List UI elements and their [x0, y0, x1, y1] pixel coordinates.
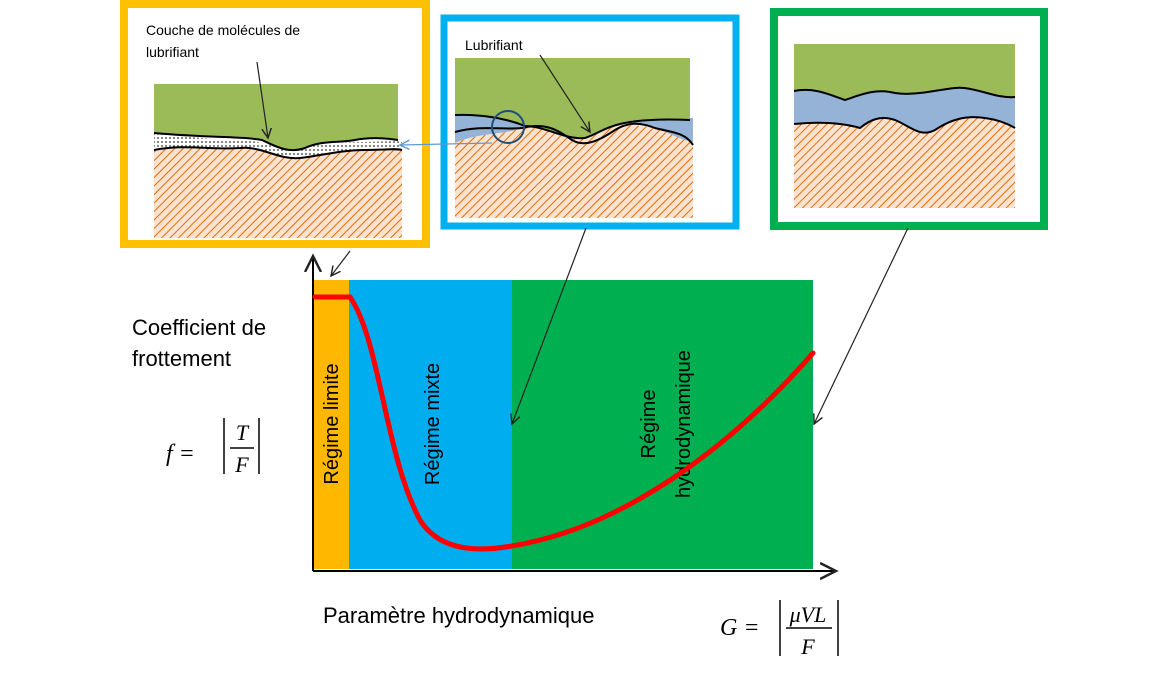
f-formula: f = T F	[166, 418, 260, 477]
panel-limite: Couche de molécules de lubrifiant	[120, 0, 430, 248]
panel-limite-top-edge	[153, 132, 399, 152]
panel-limite-label-pointer	[256, 61, 268, 138]
panel-mixte-bottom-edge	[454, 122, 694, 146]
f-formula-denominator: F	[234, 452, 249, 477]
stribeck-curve	[312, 294, 816, 552]
panel-limite-label: Couche de molécules de	[146, 22, 300, 38]
panel-mixte-bottom-surface	[455, 124, 693, 218]
pointer-hydro	[814, 227, 909, 424]
g-formula-numerator: μVL	[789, 602, 827, 627]
pointer-mixte	[512, 227, 587, 424]
f-formula-numerator: T	[236, 420, 250, 445]
g-formula-lhs: G =	[720, 615, 760, 641]
band-regime-mixte-label: Régime mixte	[422, 363, 444, 485]
panel-limite-top-surface	[154, 84, 398, 151]
g-formula: G = μVL F	[720, 600, 839, 659]
panel-mixte-label: Lubrifiant	[465, 37, 523, 53]
panel-mixte-top-surface	[455, 58, 690, 139]
x-axis-label: Paramètre hydrodynamique	[323, 603, 594, 628]
band-regime-hydrodynamique	[512, 280, 813, 569]
panel-mixte-contact-circle	[491, 110, 525, 144]
panel-hydro-top-edge	[793, 86, 1016, 102]
pointer-limite	[331, 250, 351, 276]
panel-hydro-bottom-surface	[794, 117, 1015, 208]
band-regime-mixte	[349, 280, 512, 569]
band-regime-hydro-label-line2: hydrodynamique	[673, 350, 695, 498]
panel-mixte-label-pointer	[539, 54, 590, 132]
panel-mixte: Lubrifiant	[400, 14, 740, 230]
band-regime-limite-label: Régime limite	[321, 363, 343, 484]
panel-limite-lubricant-layer	[154, 133, 402, 159]
band-regime-limite	[313, 280, 349, 569]
panel-limite-bottom-surface	[154, 147, 402, 238]
y-axis-label-line1: Coefficient de	[132, 315, 266, 340]
band-regime-hydro-label-line1: Régime	[638, 390, 660, 459]
y-axis-label-line2: frottement	[132, 346, 231, 371]
panel-hydro-bottom-edge	[793, 116, 1016, 134]
panel-mixte-top-edge	[454, 113, 691, 140]
f-formula-lhs: f =	[166, 441, 195, 467]
panel-limite-label-line2: lubrifiant	[146, 44, 199, 60]
zoom-link-arrow	[400, 143, 493, 145]
panel-hydro-top-surface	[794, 44, 1015, 100]
panel-limite-bottom-edge	[153, 146, 403, 160]
g-formula-denominator: F	[800, 634, 815, 659]
panel-hydro	[770, 8, 1048, 230]
